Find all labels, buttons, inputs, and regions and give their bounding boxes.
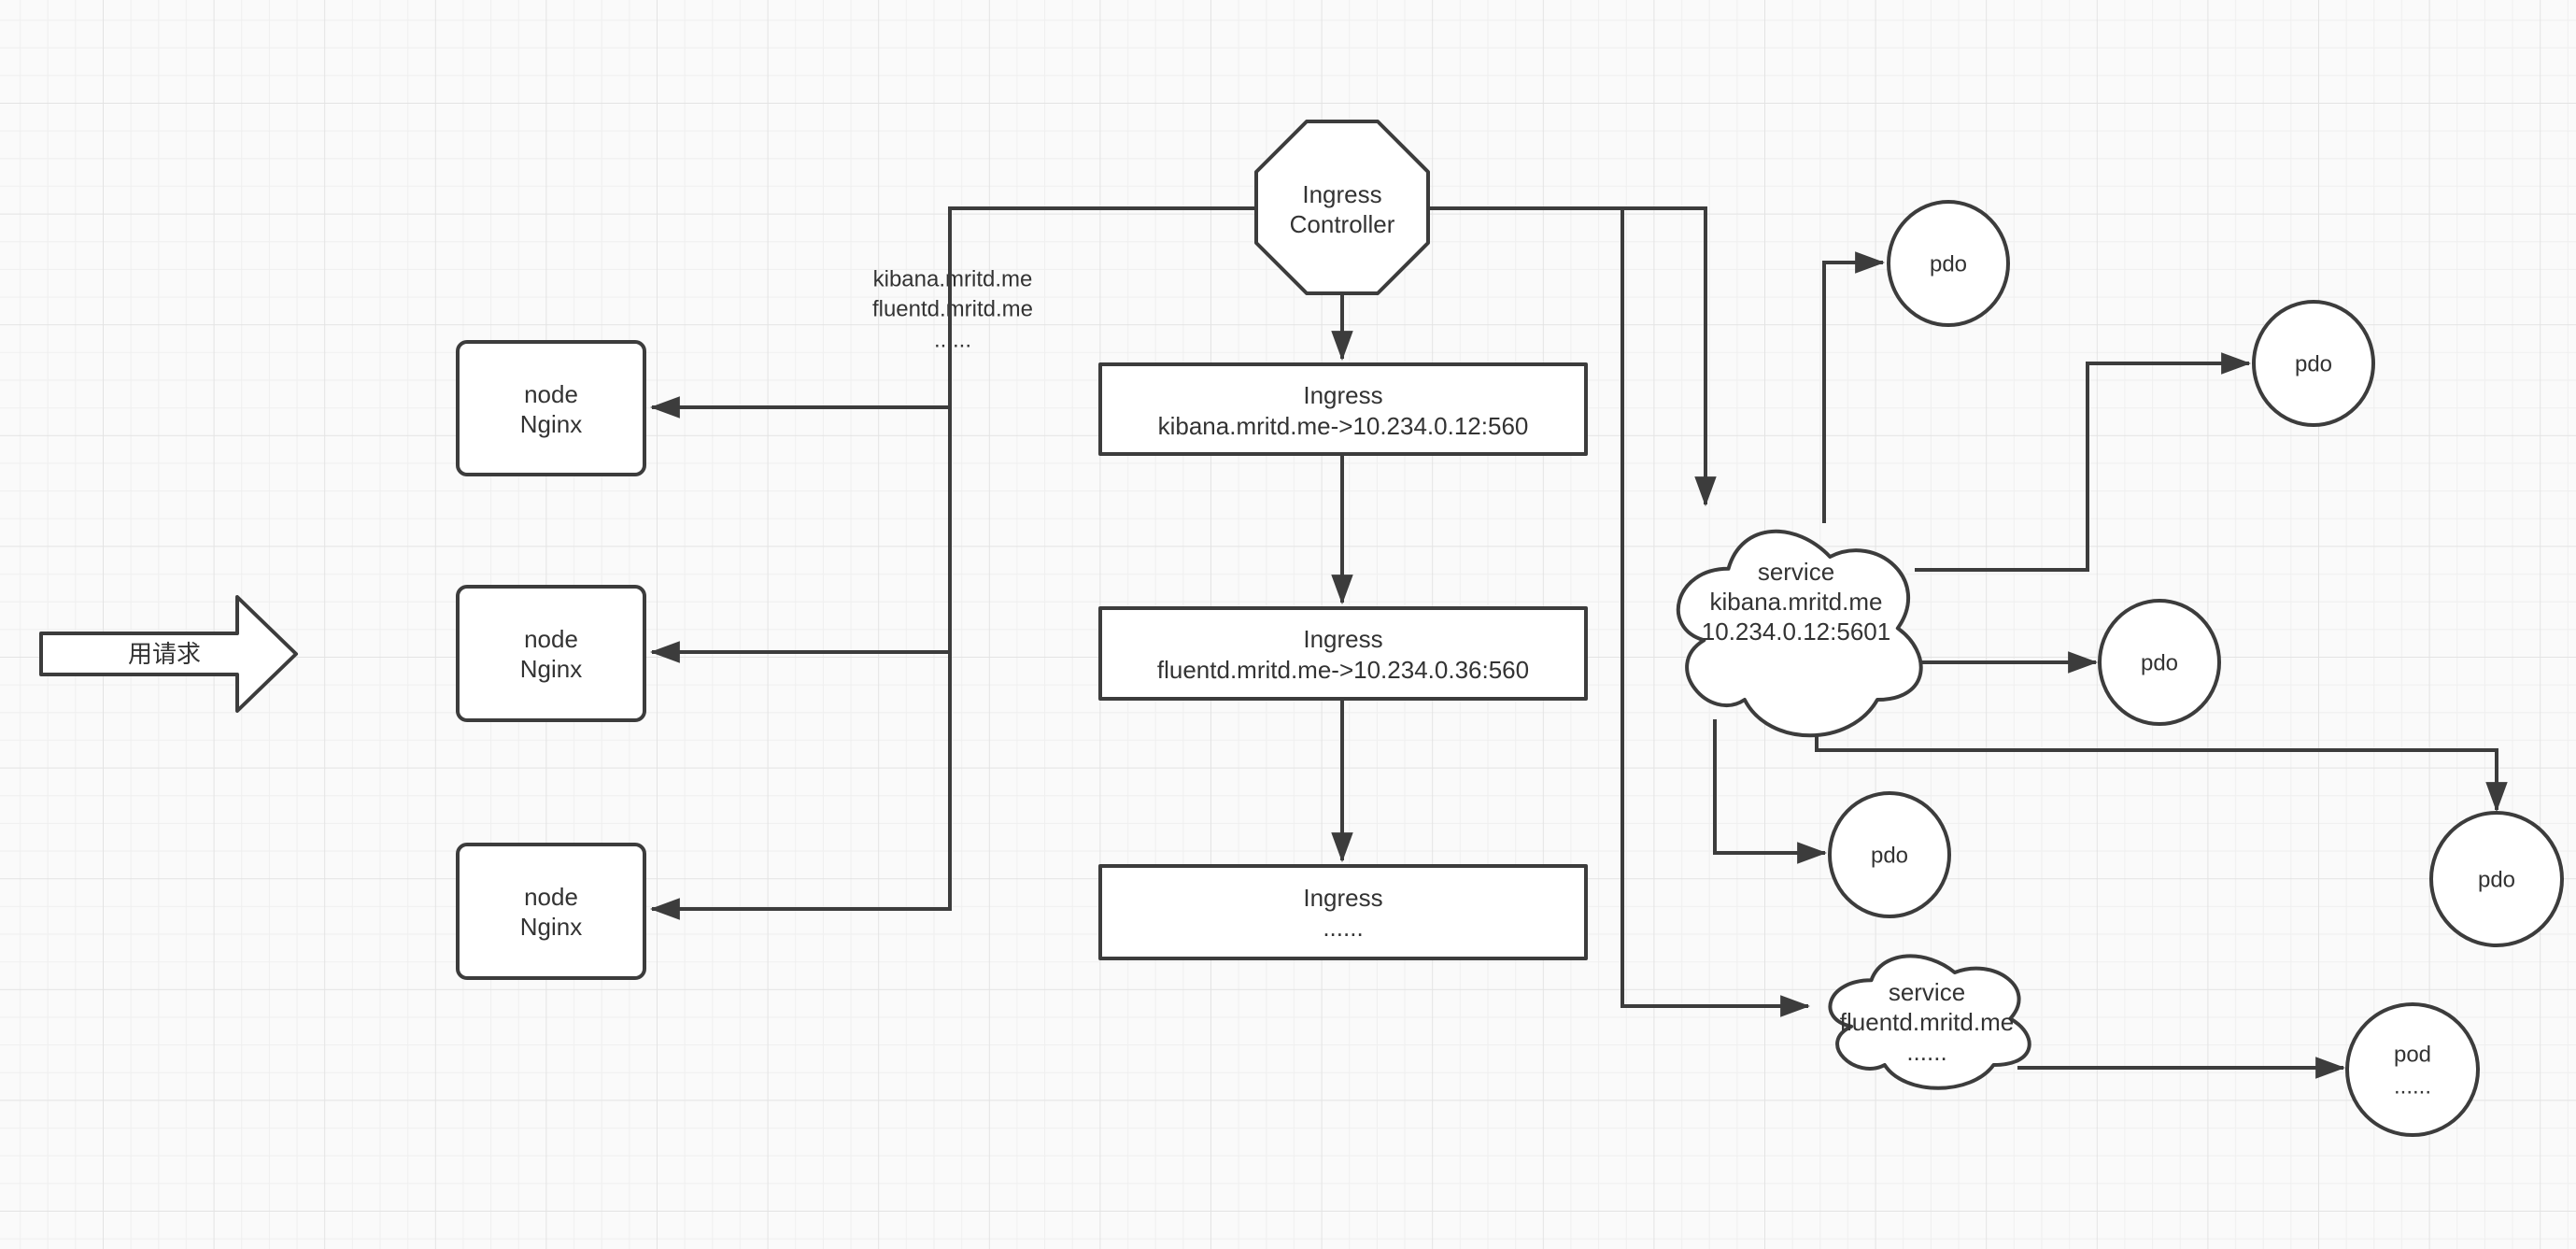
node-3-line1: node [524,883,578,911]
pod-circle-1[interactable]: pdo [1887,200,2010,327]
ingress-rule-3-line1: Ingress [1303,884,1382,912]
domain-note-label[interactable]: kibana.mritd.me fluentd.mritd.me ...... [872,267,1033,353]
connector-controller-to-service-fluentd [1621,208,1811,1017]
pod-5-shape [2429,811,2564,947]
service-fluentd-line1: service [1889,978,1965,1006]
node-nginx-box-1[interactable]: node Nginx [456,340,646,476]
node-1-line1: node [524,380,578,408]
node-nginx-rect-2 [456,585,646,722]
ingress-controller-shape [1254,120,1430,295]
ingress-rule-1-line1: Ingress [1303,381,1382,409]
service-fluentd-cloud-shape [1828,954,2031,1090]
service-cloud-fluentd[interactable]: service fluentd.mritd.me ...... [1828,954,2031,1090]
node-2-line1: node [524,625,578,653]
ingress-rule-rect-1 [1098,362,1588,456]
domain-note-line3: ...... [934,328,971,353]
user-request-arrow-shape [39,595,298,713]
ingress-rule-2-line2: fluentd.mritd.me->10.234.0.36:560 [1157,656,1529,684]
service-fluentd-line2: fluentd.mritd.me [1840,1008,2014,1036]
pod-1-shape [1887,200,2010,327]
controller-line2: Controller [1290,210,1395,238]
node-3-line2: Nginx [520,913,582,941]
pod-6-shape [2345,1002,2480,1137]
ingress-rule-box-2[interactable]: Ingress fluentd.mritd.me->10.234.0.36:56… [1098,606,1588,701]
ingress-rule-rect-2 [1098,606,1588,701]
pod-circle-3[interactable]: pdo [2098,599,2221,726]
node-1-line2: Nginx [520,410,582,438]
pod-5-label: pdo [2478,868,2515,893]
pod-6-line2: ...... [2394,1074,2431,1100]
connector-service-kibana-to-pod-4 [1713,719,1828,864]
user-request-arrow[interactable]: 用请求 [39,595,298,713]
service-kibana-cloud-shape [1676,529,1923,738]
ingress-rule-2-line1: Ingress [1303,625,1382,653]
pod-3-shape [2098,599,2221,726]
service-fluentd-line3: ...... [1906,1038,1946,1066]
pod-circle-2[interactable]: pdo [2252,300,2375,427]
pod-circle-6[interactable]: pod ...... [2345,1002,2480,1137]
user-request-label: 用请求 [128,640,201,668]
connectors [649,206,2508,1079]
node-nginx-rect-1 [456,340,646,476]
ingress-controller-octagon[interactable]: Ingress Controller [1254,120,1430,295]
ingress-rule-box-1[interactable]: Ingress kibana.mritd.me->10.234.0.12:560 [1098,362,1588,456]
controller-line1: Ingress [1302,180,1381,208]
pod-circle-4[interactable]: pdo [1828,791,1951,918]
service-kibana-line2: kibana.mritd.me [1710,588,1883,616]
node-nginx-box-2[interactable]: node Nginx [456,585,646,722]
connector-controller-to-node-3 [649,206,1257,920]
node-nginx-box-3[interactable]: node Nginx [456,843,646,980]
service-kibana-line1: service [1758,558,1834,586]
node-2-line2: Nginx [520,655,582,683]
ingress-rule-rect-3 [1098,864,1588,960]
pod-1-label: pdo [1930,252,1967,277]
pod-2-label: pdo [2295,352,2332,377]
connector-service-kibana-to-pod-1 [1822,251,1886,523]
pod-circle-5[interactable]: pdo [2429,811,2564,947]
pod-4-shape [1828,791,1951,918]
ingress-rule-1-line2: kibana.mritd.me->10.234.0.12:560 [1158,412,1529,440]
pod-2-shape [2252,300,2375,427]
domain-note-line2: fluentd.mritd.me [872,297,1033,322]
pod-4-label: pdo [1871,844,1908,869]
pod-3-label: pdo [2141,651,2178,676]
node-nginx-rect-3 [456,843,646,980]
ingress-rule-box-3[interactable]: Ingress ...... [1098,864,1588,960]
connector-controller-to-service-kibana [1428,206,1717,507]
service-cloud-kibana[interactable]: service kibana.mritd.me 10.234.0.12:5601 [1676,529,1923,738]
service-kibana-line3: 10.234.0.12:5601 [1702,617,1890,646]
connector-service-kibana-to-pod-2 [1915,352,2252,572]
domain-note-line1: kibana.mritd.me [873,267,1033,292]
ingress-rule-3-line2: ...... [1323,914,1363,942]
pod-6-line1: pod [2394,1043,2431,1068]
